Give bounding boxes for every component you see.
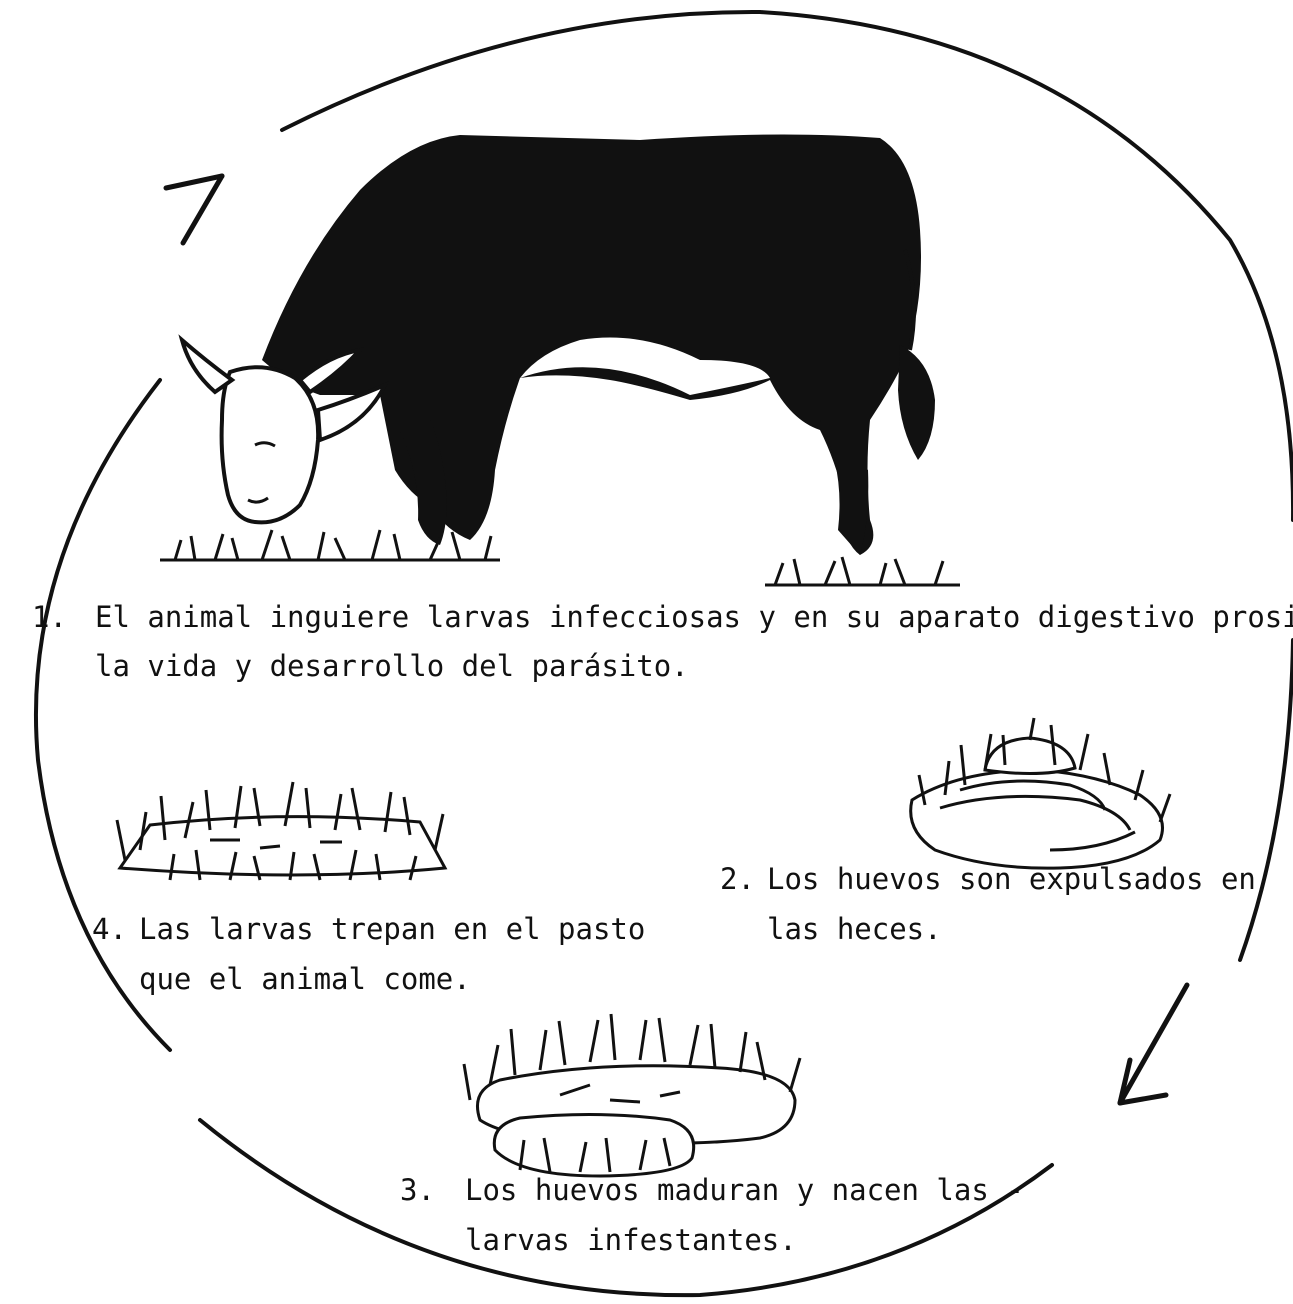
dung-pile-grass-illustration: [117, 782, 445, 880]
cow-tail-tuft: [898, 345, 935, 460]
step-2-line-1: Los huevos son expulsados en: [767, 862, 1256, 896]
step-1-line-2: la vida y desarrollo del parásito.: [95, 649, 689, 683]
step-1-number: 1.: [32, 600, 67, 634]
step-1-line-1: El animal inguiere larvas infecciosas y …: [95, 600, 1293, 634]
arrow-top-left-icon: [166, 176, 222, 243]
step-3-number: 3.: [400, 1173, 435, 1207]
step-1-caption: 1. El animal inguiere larvas infecciosas…: [32, 600, 1293, 683]
grass-under-cow: [160, 530, 960, 585]
grazing-cow-illustration: [160, 134, 960, 585]
step-3-line-1: Los huevos maduran y nacen las -: [465, 1173, 1024, 1207]
step-4-line-1: Las larvas trepan en el pasto: [139, 912, 645, 946]
step-3-line-2: larvas infestantes.: [465, 1223, 797, 1257]
step-2-caption: 2. Los huevos son expulsados en las hece…: [720, 862, 1256, 946]
step-4-line-2: que el animal come.: [139, 962, 471, 996]
step-2-line-2: las heces.: [767, 912, 942, 946]
dung-pile-fresh-illustration: [911, 718, 1170, 868]
step-4-number: 4.: [92, 912, 127, 946]
step-3-caption: 3. Los huevos maduran y nacen las - larv…: [400, 1173, 1024, 1257]
cycle-arc-right: [1240, 640, 1293, 960]
dung-pile-larvae-illustration: [464, 1014, 800, 1176]
step-2-number: 2.: [720, 862, 755, 896]
arrow-bottom-right-icon: [1120, 985, 1187, 1103]
step-4-caption: 4. Las larvas trepan en el pasto que el …: [92, 912, 645, 996]
cow-ear-left: [182, 340, 232, 392]
cycle-arc-left: [36, 380, 170, 1050]
